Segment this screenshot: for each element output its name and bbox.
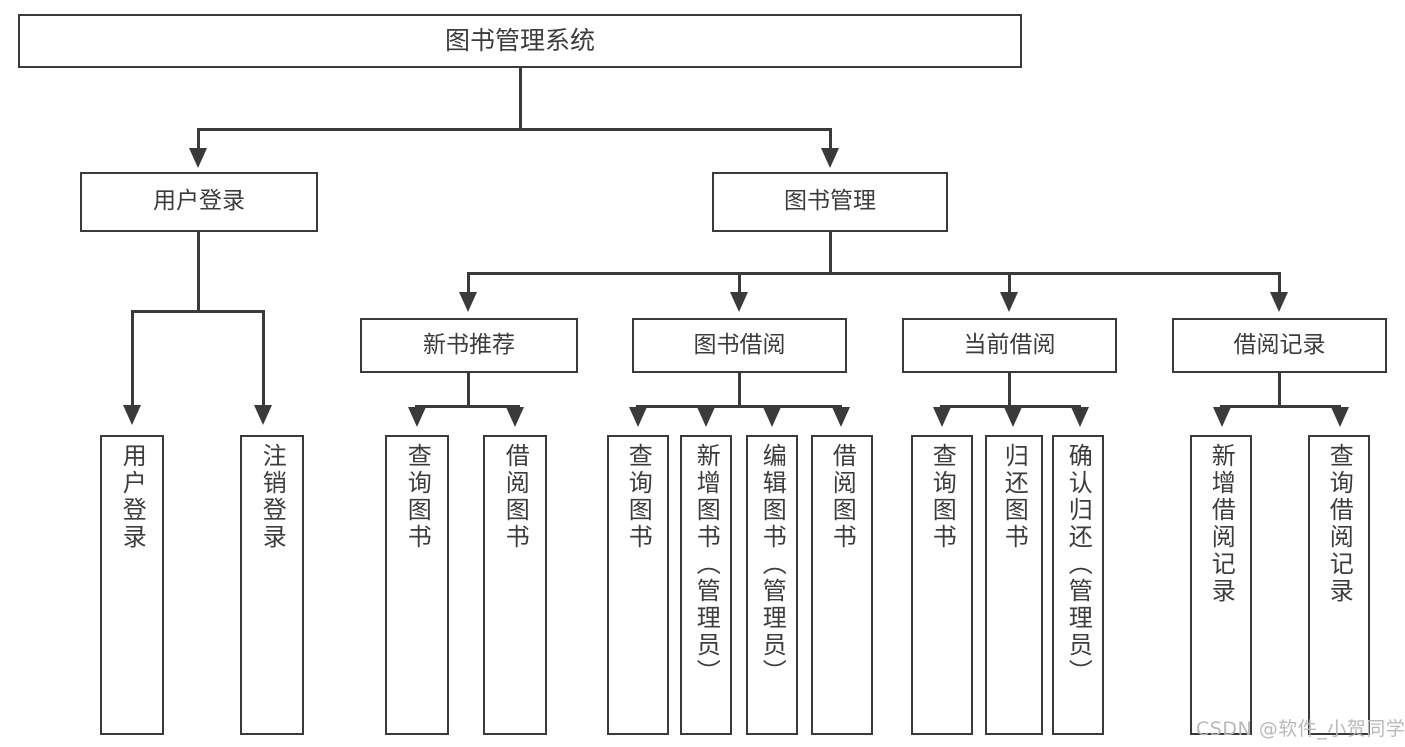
connector-bookmanage-stem: [829, 232, 832, 274]
node-label: 当前借阅: [963, 331, 1056, 358]
arrow-to-leaf-query-borrow-record: [1331, 407, 1349, 427]
connector-bookmanage-drop-2: [738, 272, 741, 294]
connector-bookborrow-bus: [636, 405, 842, 408]
leaf-borrow-book-1[interactable]: 借阅图书: [483, 435, 547, 735]
connector-newbook-stem: [467, 373, 470, 407]
leaf-label: 注销登录: [258, 443, 287, 551]
leaf-label: 新增图书（管理员）: [692, 443, 721, 686]
leaf-confirm-return[interactable]: 确认归还（管理员）: [1052, 435, 1104, 735]
leaf-label: 新增借阅记录: [1207, 443, 1236, 605]
node-label: 图书借阅: [693, 331, 786, 358]
leaf-query-book-2[interactable]: 查询图书: [607, 435, 669, 735]
node-label: 用户登录: [153, 188, 245, 215]
connector-userlogin-stem: [197, 232, 200, 312]
connector-borrowrecord-bus: [1220, 405, 1341, 408]
arrow-to-leaf-query-book-1: [408, 407, 426, 427]
leaf-label: 归还图书: [1000, 443, 1029, 551]
connector-userlogin-drop-1: [131, 310, 134, 407]
node-borrow-record[interactable]: 借阅记录: [1172, 318, 1387, 373]
node-label: 图书管理系统: [444, 26, 595, 56]
node-current-borrow[interactable]: 当前借阅: [902, 318, 1117, 373]
connector-bookmanage-drop-3: [1008, 272, 1011, 294]
node-new-book-recommend[interactable]: 新书推荐: [360, 318, 578, 373]
connector-bookmanage-bus: [467, 272, 1281, 275]
leaf-query-book-1[interactable]: 查询图书: [385, 435, 449, 735]
leaf-label: 借阅图书: [828, 443, 857, 551]
leaf-label: 编辑图书（管理员）: [758, 443, 787, 686]
arrow-to-leaf-add-book-admin: [697, 407, 715, 427]
connector-root-drop-left: [197, 128, 200, 150]
arrow-to-leaf-return-book: [1004, 407, 1022, 427]
arrow-to-leaf-query-book-3: [933, 407, 951, 427]
connector-newbook-bus: [415, 405, 520, 408]
arrow-to-current-borrow: [1000, 292, 1018, 312]
leaf-label: 查询图书: [403, 443, 432, 551]
arrow-to-leaf-edit-book-admin: [763, 407, 781, 427]
arrow-to-leaf-query-book-2: [629, 407, 647, 427]
leaf-label: 查询借阅记录: [1325, 443, 1354, 605]
leaf-user-login[interactable]: 用户登录: [100, 435, 164, 735]
connector-root-drop-right: [829, 128, 832, 150]
leaf-borrow-book-2[interactable]: 借阅图书: [811, 435, 873, 735]
leaf-query-borrow-record[interactable]: 查询借阅记录: [1308, 435, 1370, 735]
node-label: 新书推荐: [423, 331, 515, 358]
connector-userlogin-drop-2: [262, 310, 265, 407]
arrow-to-leaf-borrow-book-2: [832, 407, 850, 427]
connector-bookborrow-stem: [738, 373, 741, 407]
leaf-label: 借阅图书: [501, 443, 530, 551]
arrow-to-borrow-record: [1270, 292, 1288, 312]
connector-borrowrecord-stem: [1278, 373, 1281, 407]
connector-root-stem: [519, 68, 522, 130]
arrow-to-user-login: [189, 148, 207, 168]
leaf-add-borrow-record[interactable]: 新增借阅记录: [1190, 435, 1252, 735]
leaf-logout[interactable]: 注销登录: [240, 435, 304, 735]
leaf-query-book-3[interactable]: 查询图书: [911, 435, 973, 735]
arrow-to-leaf-add-borrow-record: [1213, 407, 1231, 427]
arrow-to-leaf-borrow-book-1: [506, 407, 524, 427]
leaf-label: 确认归还（管理员）: [1064, 443, 1093, 686]
csdn-watermark: CSDN @软件_小贺同学: [1196, 718, 1405, 740]
connector-bookmanage-drop-1: [467, 272, 470, 294]
arrow-to-leaf-confirm-return: [1071, 407, 1089, 427]
leaf-edit-book-admin[interactable]: 编辑图书（管理员）: [746, 435, 798, 735]
arrow-to-new-book-recommend: [459, 292, 477, 312]
leaf-label: 用户登录: [118, 443, 147, 551]
node-label: 借阅记录: [1233, 331, 1326, 358]
leaf-label: 查询图书: [624, 443, 653, 551]
node-book-manage[interactable]: 图书管理: [712, 172, 948, 232]
leaf-label: 查询图书: [928, 443, 957, 551]
arrow-to-leaf-user-login: [123, 405, 141, 425]
node-label: 图书管理: [784, 188, 876, 215]
node-user-login[interactable]: 用户登录: [80, 172, 318, 232]
arrow-to-leaf-logout: [254, 405, 272, 425]
connector-bookmanage-drop-4: [1278, 272, 1281, 294]
leaf-add-book-admin[interactable]: 新增图书（管理员）: [680, 435, 732, 735]
connector-currentborrow-stem: [1008, 373, 1011, 407]
connector-userlogin-bus: [131, 310, 265, 313]
node-root-book-management-system[interactable]: 图书管理系统: [18, 14, 1022, 68]
arrow-to-book-borrow: [730, 292, 748, 312]
node-book-borrow[interactable]: 图书借阅: [632, 318, 847, 373]
leaf-return-book[interactable]: 归还图书: [985, 435, 1043, 735]
connector-root-bus: [197, 128, 831, 131]
connector-currentborrow-bus: [940, 405, 1081, 408]
arrow-to-book-manage: [821, 148, 839, 168]
